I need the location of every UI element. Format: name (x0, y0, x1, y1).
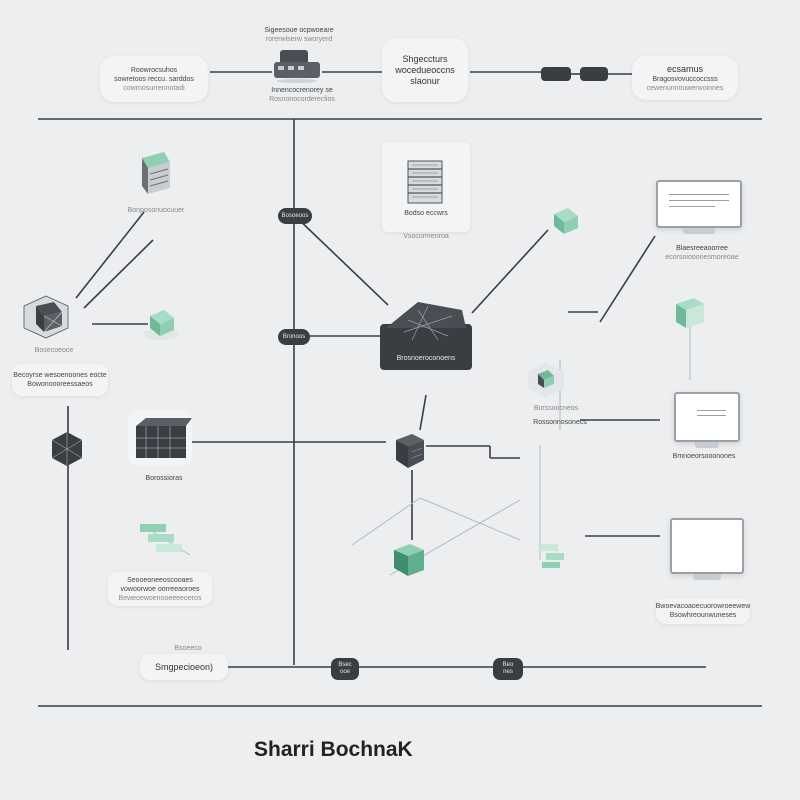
green-cube-icon (554, 208, 578, 234)
top-server-label-above2: rorerwiserw sworyerd (265, 36, 333, 43)
monitor-mid-label-wrap: Bmnoeorsooonones (666, 452, 742, 461)
left-card-line1: Becoyrse wesoenoones eocte (13, 372, 107, 379)
network-cube-icon (23, 295, 69, 339)
top-center-label-card: Shgeccturs wocedueoccns slaonur (382, 38, 468, 102)
left-hub-label-wrap: Bosecoeoce (24, 346, 84, 355)
hub-label: Brosnoeroconoens (396, 355, 456, 362)
dark-cube-center-icon (396, 434, 424, 468)
bottom-pill-left[interactable]: Bsec ooe (331, 658, 359, 680)
bottom-bar-faint: Bsoeeco (174, 645, 202, 652)
top-right-line3: cewenunnouwerwoinnes (646, 84, 724, 92)
left-label-card: Becoyrse wesoenoones eocte Bowonoooreess… (12, 364, 108, 396)
diagram-title: Sharri BochnaK (254, 738, 413, 761)
top-server-label-above: Sigeesoue ocpwoeare (264, 27, 334, 34)
hex-right-label2: Rossonnosonecs (533, 419, 587, 426)
top-server-label-below2: Rosnonocordereclios (269, 96, 335, 103)
bottom-bar-faint-wrap: Bsoeeco (168, 644, 208, 653)
monitor-bottom-right[interactable] (670, 518, 744, 580)
top-switch-node-1[interactable] (541, 67, 571, 81)
top-switch-node-2[interactable] (580, 67, 608, 81)
top-right-label-card: ecsamus Bragosvovuccoccsss cewenunnouwer… (632, 56, 738, 100)
top-left-line3: cowrnosurrennotadi (123, 84, 185, 92)
top-center-line2: wocedueoccns (395, 64, 455, 75)
left-card-line2: Bowonoooreessaeos (27, 381, 93, 388)
top-left-line1: Roowrocsuhos (130, 66, 178, 74)
junction-pill-upper[interactable]: Bosoeoos (278, 208, 312, 224)
bottom-pill-right[interactable]: Beo nes (493, 658, 523, 680)
server-block-icon (128, 410, 192, 466)
monitor-top-labels: Blaesreeaoorree ecorsoiooonesmoreoae (660, 244, 744, 262)
green-stack-left-icon (140, 524, 182, 552)
bottom-left-label-card: Seooeoneeoscooaes vowoorwoe oorreeaoroes… (108, 572, 212, 606)
junction-pill-mid[interactable]: Bronoos (278, 329, 310, 345)
dark-cube-left-icon (51, 432, 83, 466)
server-rack-icon (407, 160, 443, 203)
center-server-label2-wrap: Vsocurmenroa (396, 232, 456, 241)
hex-right-labels: Borssoocneos (524, 404, 588, 413)
monitor-top-label2: ecorsoiooonesmoreoae (665, 254, 739, 261)
monitor-top-label1: Blaesreeaoorree (676, 245, 728, 252)
monitor-mid-right[interactable] (674, 392, 740, 448)
bottom-right-label-card: Bwoevacoaoecuorowroeewew Bsowhreounwunes… (656, 598, 750, 624)
green-server-stack-icon (142, 152, 170, 194)
green-server-right-icon (676, 298, 704, 328)
bottom-left-line2: vowoorwoe oorreeaoroes (120, 585, 200, 593)
cube-mid-label: Borossioras (145, 475, 183, 482)
hub-device-icon (380, 302, 472, 370)
bottom-bar-label-card: Smgpecioeon) (140, 654, 228, 680)
monitor-top-right[interactable] (656, 180, 742, 234)
bottom-left-line3: Beweoewoenooeeeeoeros (118, 594, 202, 602)
green-cube-mini-icon (143, 310, 179, 340)
bottom-bar-label: Smgpecioeon) (154, 661, 214, 672)
top-center-line3: slaonur (410, 75, 440, 86)
top-server-group: Sigeesoue ocpwoeare rorerwiserw sworyerd (244, 26, 354, 44)
top-center-line1: Shgeccturs (402, 53, 448, 64)
green-stack-right-icon (540, 544, 564, 568)
hex-right-label: Borssoocneos (533, 405, 579, 412)
top-left-line2: sowretoos reccu. sarddos (114, 75, 194, 83)
left-hub-label: Bosecoeoce (34, 347, 74, 354)
monitor-mid-label: Bmnoeorsooonones (672, 453, 736, 460)
center-server-label2: Vsocurmenroa (403, 233, 449, 240)
central-hub[interactable]: Brosnoeroconoens (378, 296, 474, 372)
green-box-center-icon (394, 544, 424, 576)
bottom-right-line2: Bsowhreounwuneses (669, 612, 737, 619)
bottom-right-line1: Bwoevacoaoecuorowroeewew (655, 603, 751, 610)
hex-node-icon (528, 362, 564, 398)
left-cube-top-label: Bonposonuocuuer (127, 207, 185, 214)
router-icon (274, 50, 320, 83)
hex-right-labels2: Rossonnosonecs (528, 418, 592, 427)
left-cube-top-label-wrap: Bonposonuocuuer (126, 206, 186, 215)
bottom-left-line1: Seooeoneeoscooaes (127, 576, 193, 584)
top-server-below-labels: Innencocrenorey se Rosnonocordereclios (252, 86, 352, 104)
top-right-line2: Bragosvovuccoccsss (652, 75, 718, 83)
top-right-line1: ecsamus (666, 63, 703, 74)
top-server-label-below: Innencocrenorey se (271, 87, 333, 94)
center-server-card: Bodso eccwrs (382, 142, 470, 232)
center-server-label: Bodso eccwrs (404, 209, 448, 217)
cube-mid-label-wrap: Borossioras (138, 474, 190, 483)
top-left-label-card: Roowrocsuhos sowretoos reccu. sarddos co… (100, 56, 208, 102)
